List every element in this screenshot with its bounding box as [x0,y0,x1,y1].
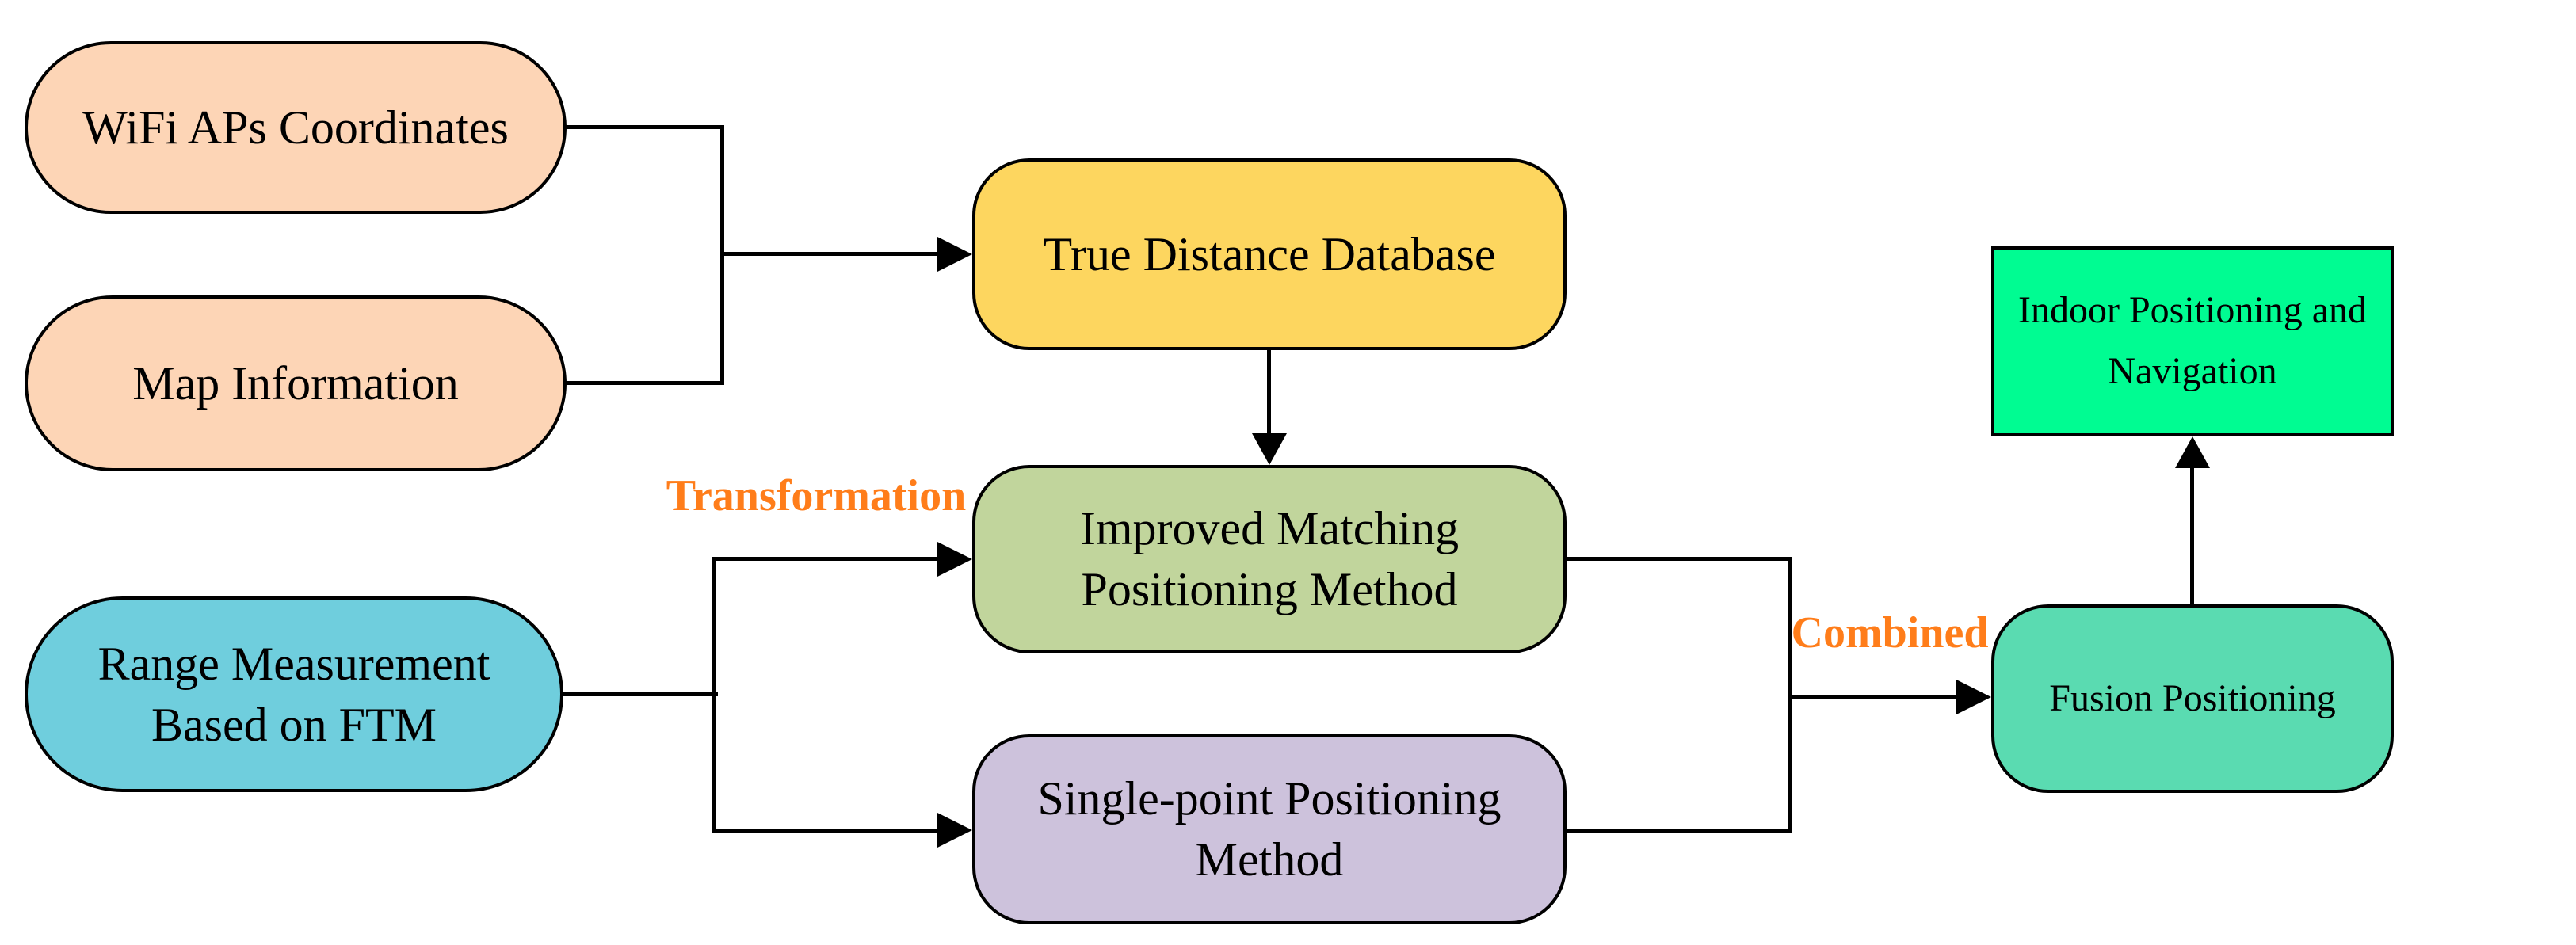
node-label-range-measurement-ftm: Range Measurement Based on FTM [97,637,490,751]
node-true-distance-database: True Distance Database [972,158,1567,350]
label-combined: Combined [1791,608,1989,657]
node-label-true-distance-database: True Distance Database [1043,227,1496,280]
edge-improved-matching-to-junction [1565,557,1792,561]
edge-map-to-junction [565,381,724,385]
edge-junction-to-fusion [1788,695,1956,699]
edge-junction-to-improved-matching [712,557,937,561]
edge-junction-to-single-point [712,829,937,833]
node-label-indoor-positioning: Indoor Positioning and Navigation [2018,289,2367,392]
edge-fusion-to-indoor [2190,468,2194,608]
edge-single-point-to-junction [1565,829,1792,833]
node-range-measurement-ftm: Range Measurement Based on FTM [25,596,563,792]
arrowhead-into-indoor [2175,436,2210,468]
arrowhead-into-true-distance [937,237,972,272]
arrowhead-into-single-point [937,813,972,848]
node-label-improved-matching: Improved Matching Positioning Method [1079,502,1460,615]
edge-range-to-junction [562,692,718,696]
node-indoor-positioning: Indoor Positioning and Navigation [1991,246,2394,436]
edge-junction-to-true-distance [720,252,937,256]
node-label-map-information: Map Information [132,356,459,410]
arrowhead-into-improved-matching [937,542,972,577]
node-label-fusion-positioning: Fusion Positioning [2049,676,2336,719]
node-improved-matching: Improved Matching Positioning Method [972,465,1567,653]
arrowhead-into-fusion [1956,680,1991,714]
node-wifi-aps-coordinates: WiFi APs Coordinates [25,41,567,214]
label-transformation: Transformation [666,471,967,520]
node-map-information: Map Information [25,295,567,471]
arrowhead-down-into-improved-matching [1252,433,1287,465]
edge-true-distance-to-improved-matching [1267,350,1271,433]
node-single-point: Single-point Positioning Method [972,734,1567,924]
edge-mid-junction-vertical [712,557,716,833]
node-label-wifi-aps-coordinates: WiFi APs Coordinates [82,101,509,154]
node-fusion-positioning: Fusion Positioning [1991,604,2394,793]
edge-wifi-to-junction [565,125,724,129]
node-label-single-point: Single-point Positioning Method [1037,772,1502,886]
